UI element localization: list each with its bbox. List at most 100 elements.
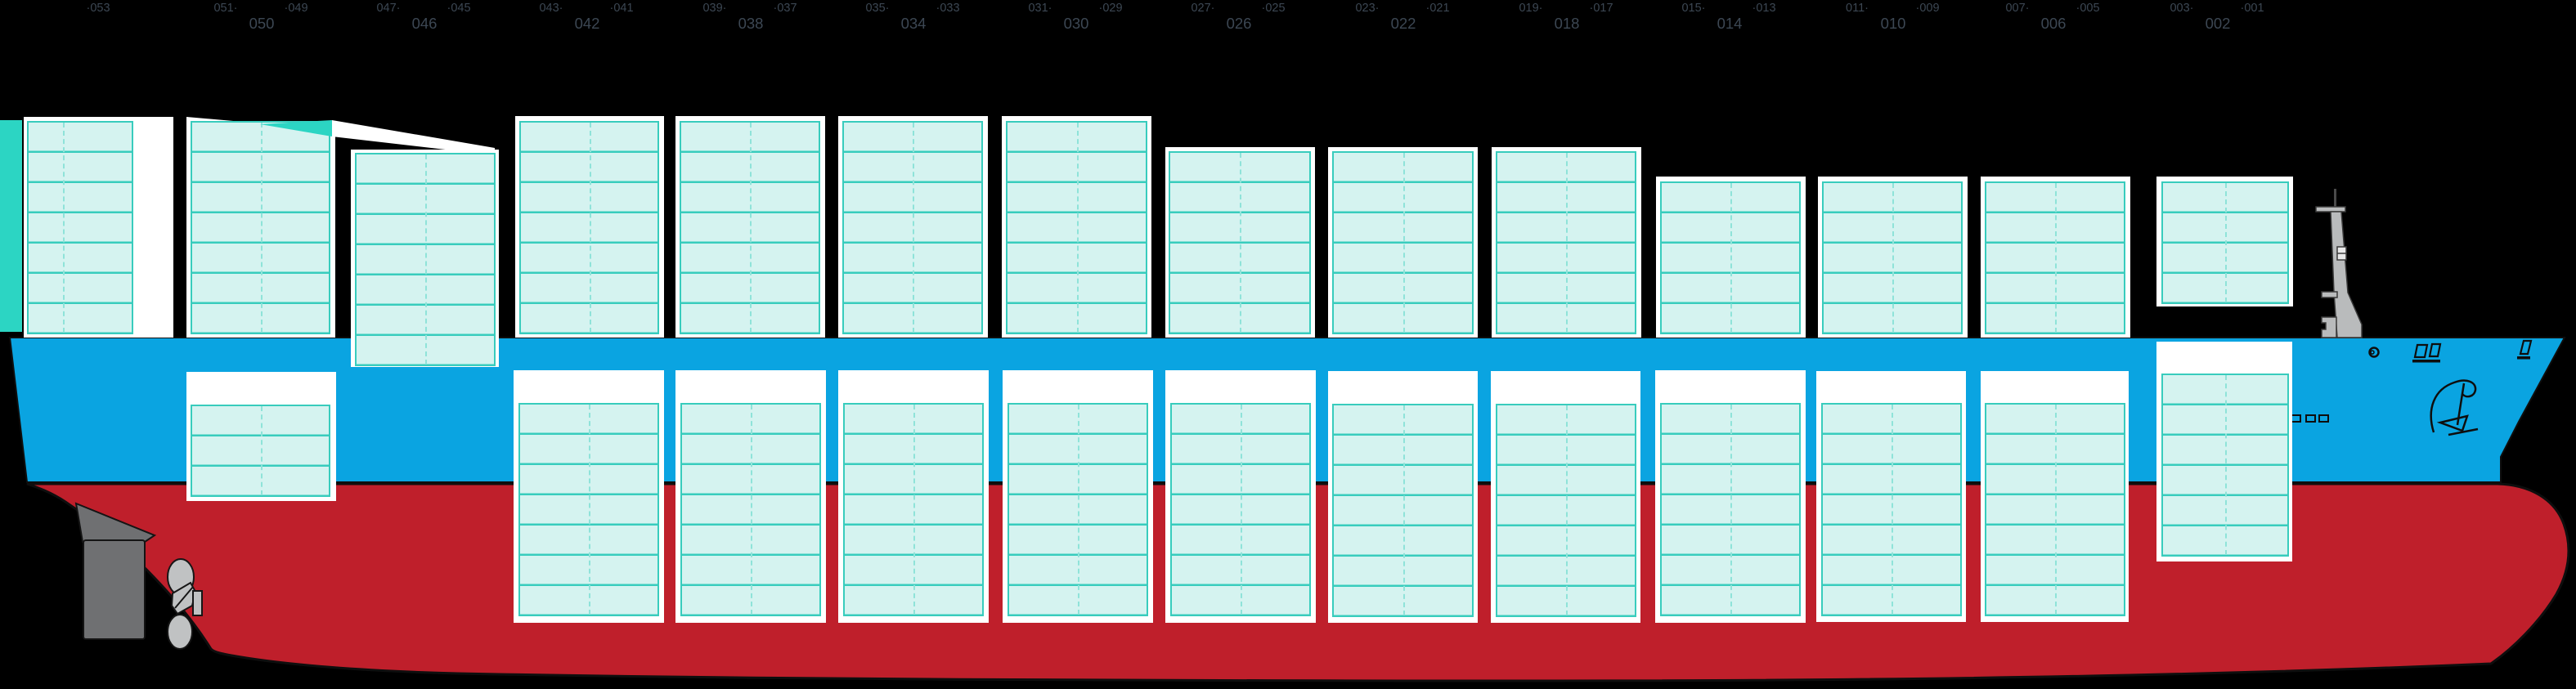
bay-050-hold-stack[interactable] <box>191 405 330 497</box>
bay-label-038-left[interactable]: 039· <box>702 2 727 15</box>
bay-053-above-stack[interactable] <box>27 121 133 334</box>
cell-divider <box>1078 405 1079 615</box>
bay-label-014-center[interactable]: 014 <box>1717 15 1743 32</box>
bay-label-022-right[interactable]: ·021 <box>1425 2 1450 15</box>
bay-label-030-center[interactable]: 030 <box>1063 15 1089 32</box>
bay-038-hold-stack[interactable] <box>680 403 821 616</box>
bay-002-hold-stack[interactable] <box>2161 374 2289 557</box>
bay-label-034-center[interactable]: 034 <box>900 15 927 32</box>
bay-label-014-left[interactable]: 015· <box>1681 2 1706 15</box>
funnel-band <box>0 120 22 332</box>
cell-divider <box>1240 153 1241 333</box>
bay-030-above-stack[interactable] <box>1006 121 1147 334</box>
bay-034-hold-stack[interactable] <box>843 403 984 616</box>
bay-018-hold-stack[interactable] <box>1496 404 1636 617</box>
bay-label-042-left[interactable]: 043· <box>539 2 563 15</box>
cell-divider <box>750 123 752 333</box>
bay-030-hold-stack[interactable] <box>1008 403 1148 616</box>
bay-label-046-left[interactable]: 047· <box>376 2 401 15</box>
cell-divider <box>913 123 914 333</box>
bay-038-above-stack[interactable] <box>680 121 820 334</box>
bay-label-002-center[interactable]: 002 <box>2205 15 2231 32</box>
cell-divider <box>1402 153 1405 333</box>
cell-divider <box>751 405 752 615</box>
bay-label-022-center[interactable]: 022 <box>1390 15 1416 32</box>
bridge-windows-icon <box>2413 342 2442 359</box>
bay-label-022-left[interactable]: 023· <box>1355 2 1380 15</box>
bay-026-hold-stack[interactable] <box>1170 403 1311 616</box>
bay-label-006-left[interactable]: 007· <box>2005 2 2030 15</box>
bow-window-icon <box>2519 339 2533 356</box>
cell-divider <box>2225 183 2227 302</box>
bow-mast <box>2315 189 2363 338</box>
cell-divider <box>589 123 591 333</box>
bay-label-034-right[interactable]: ·033 <box>936 2 960 15</box>
bay-label-050-right[interactable]: ·049 <box>284 2 308 15</box>
bay-label-026-left[interactable]: 027· <box>1191 2 1215 15</box>
bow-window-underline <box>2517 356 2530 360</box>
bay-014-hold-stack[interactable] <box>1660 403 1801 616</box>
bay-label-006-center[interactable]: 006 <box>2040 15 2067 32</box>
bay-010-hold-stack[interactable] <box>1821 403 1962 616</box>
cell-divider <box>260 123 263 333</box>
bay-label-042-center[interactable]: 042 <box>574 15 600 32</box>
cell-divider <box>2055 183 2057 333</box>
bridge-windows-underline <box>2412 360 2440 363</box>
bay-042-hold-stack[interactable] <box>518 403 659 616</box>
cell-divider <box>1566 405 1568 615</box>
bay-label-006-right[interactable]: ·005 <box>2076 2 2100 15</box>
bay-label-026-center[interactable]: 026 <box>1226 15 1252 32</box>
bay-006-hold-stack[interactable] <box>1985 403 2125 616</box>
bay-label-002-right[interactable]: ·001 <box>2240 2 2264 15</box>
cell-divider <box>1730 405 1732 615</box>
bay-label-018-center[interactable]: 018 <box>1554 15 1580 32</box>
cell-divider <box>1076 123 1079 333</box>
bay-label-038-center[interactable]: 038 <box>738 15 764 32</box>
bay-label-030-right[interactable]: ·029 <box>1098 2 1123 15</box>
bay-018-above-stack[interactable] <box>1496 151 1636 334</box>
cell-divider <box>1402 405 1405 615</box>
cell-divider <box>589 405 590 615</box>
bay-050-above-stack[interactable] <box>191 121 330 334</box>
bay-006-above-stack[interactable] <box>1985 181 2125 334</box>
bay-042-above-stack[interactable] <box>519 121 659 334</box>
bay-label-050-center[interactable]: 050 <box>249 15 275 32</box>
bay-label-002-left[interactable]: 003· <box>2170 2 2194 15</box>
cell-divider <box>913 405 915 615</box>
bay-label-014-right[interactable]: ·013 <box>1752 2 1776 15</box>
bay-label-018-left[interactable]: 019· <box>1519 2 1543 15</box>
bay-label-010-left[interactable]: 011· <box>1846 2 1869 15</box>
bay-034-above-stack[interactable] <box>842 121 983 334</box>
bay-label-018-right[interactable]: ·017 <box>1589 2 1613 15</box>
bay-002-above-stack[interactable] <box>2161 181 2289 304</box>
cell-divider <box>260 406 263 495</box>
bay-022-hold-stack[interactable] <box>1332 404 1474 617</box>
bay-label-046-right[interactable]: ·045 <box>447 2 471 15</box>
rudder <box>74 502 157 640</box>
bay-label-034-left[interactable]: 035· <box>865 2 890 15</box>
cell-divider <box>1730 183 1732 333</box>
propeller <box>167 558 203 650</box>
bay-label-038-right[interactable]: ·037 <box>773 2 797 15</box>
cell-divider <box>425 154 427 365</box>
bay-026-above-stack[interactable] <box>1169 151 1311 334</box>
bay-010-above-stack[interactable] <box>1822 181 1963 334</box>
bay-label-050-left[interactable]: 051· <box>213 2 238 15</box>
bay-label-053-center[interactable]: ·053 <box>86 2 110 15</box>
bay-label-026-right[interactable]: ·025 <box>1261 2 1286 15</box>
bay-label-046-center[interactable]: 046 <box>411 15 438 32</box>
bay-014-above-stack[interactable] <box>1660 181 1801 334</box>
cell-divider <box>1892 405 1893 615</box>
cell-divider <box>2225 375 2227 555</box>
bay-label-030-left[interactable]: 031· <box>1028 2 1052 15</box>
bay-022-above-stack[interactable] <box>1332 151 1474 334</box>
cell-divider <box>1241 405 1242 615</box>
cell-divider <box>2055 405 2057 615</box>
bay-label-010-center[interactable]: 010 <box>1880 15 1906 32</box>
bay-label-042-right[interactable]: ·041 <box>609 2 634 15</box>
bay-046-above-stack[interactable] <box>355 153 496 366</box>
bay-label-010-right[interactable]: ·009 <box>1915 2 1940 15</box>
